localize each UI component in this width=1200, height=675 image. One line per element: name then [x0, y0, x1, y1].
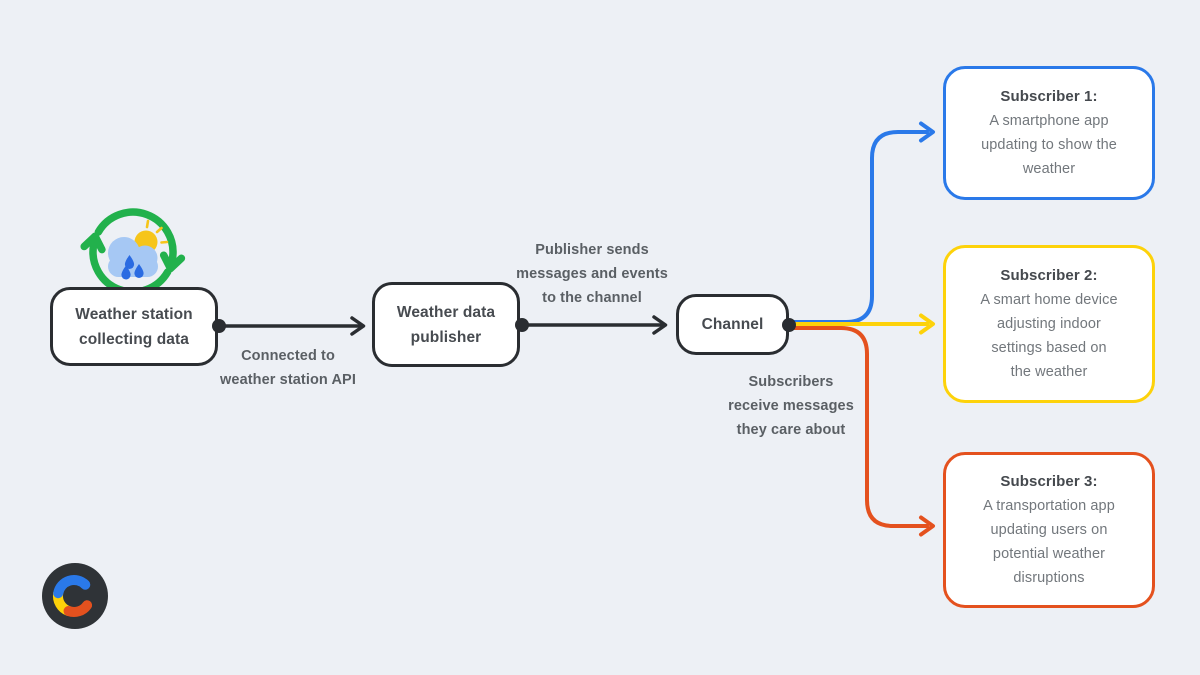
subscriber-description-line: the weather [1010, 364, 1088, 380]
subscriber-title: Subscriber 1: [1000, 88, 1098, 105]
weather-sync-icon [80, 208, 186, 296]
sun-rays-icon [145, 219, 169, 244]
edge-publisher-to-channel [520, 315, 668, 335]
subscriber-description-line: A transportation app [983, 498, 1115, 514]
arrowhead-icon [919, 121, 935, 143]
node-weather-station: Weather station collecting data [50, 287, 218, 366]
logo-background-circle [42, 563, 108, 629]
subscriber-description-line: updating to show the [981, 137, 1117, 153]
node-label-line: publisher [410, 328, 482, 346]
c-brand-logo [42, 563, 108, 629]
subscriber-card-1: Subscriber 1: A smartphone app updating … [943, 66, 1155, 200]
subscriber-description-line: potential weather [992, 546, 1106, 562]
subscriber-description-line: A smartphone app [989, 113, 1109, 129]
edge-label-publisher-sends: Publisher sends messages and events to t… [516, 242, 668, 306]
sun-icon [134, 230, 158, 254]
arrowhead-icon [350, 316, 366, 336]
cloud-icon [108, 237, 158, 277]
arrowhead-icon [919, 515, 935, 537]
subscriber-description-line: adjusting indoor [997, 316, 1101, 332]
subscriber-title: Subscriber 3: [1000, 473, 1098, 490]
node-label-line: Weather station [75, 305, 193, 323]
edge-station-to-publisher [217, 316, 366, 336]
subscriber-card-2: Subscriber 2: A smart home device adjust… [943, 245, 1155, 403]
edge-channel-to-subscriber-1 [787, 121, 935, 324]
arrowhead-icon [919, 313, 935, 335]
edge-label-connected-api: Connected to weather station API [220, 348, 356, 388]
subscriber-description-line: settings based on [991, 340, 1107, 356]
node-label-line: Channel [701, 316, 764, 333]
node-label-line: Weather data [396, 303, 496, 321]
logo-arc-orange [63, 600, 93, 617]
node-channel: Channel [676, 294, 789, 355]
subscriber-description-line: disruptions [1013, 570, 1085, 586]
subscriber-description-line: updating users on [990, 522, 1108, 538]
node-weather-data-publisher: Weather data publisher [372, 282, 520, 367]
sync-arrows-icon [80, 208, 186, 296]
node-label-line: collecting data [78, 330, 190, 348]
raindrop-icon [121, 255, 144, 280]
edge-label-subscribers-receive: Subscribers receive messages they care a… [728, 374, 854, 438]
logo-arc-blue [53, 575, 91, 599]
subscriber-card-3: Subscriber 3: A transportation app updat… [943, 452, 1155, 608]
subscriber-title: Subscriber 2: [1000, 267, 1098, 284]
logo-arc-yellow [52, 588, 74, 616]
edge-channel-to-subscriber-2 [787, 313, 935, 335]
subscriber-description-line: weather [1022, 161, 1076, 177]
subscriber-description-line: A smart home device [980, 292, 1118, 308]
arrowhead-icon [652, 315, 668, 335]
